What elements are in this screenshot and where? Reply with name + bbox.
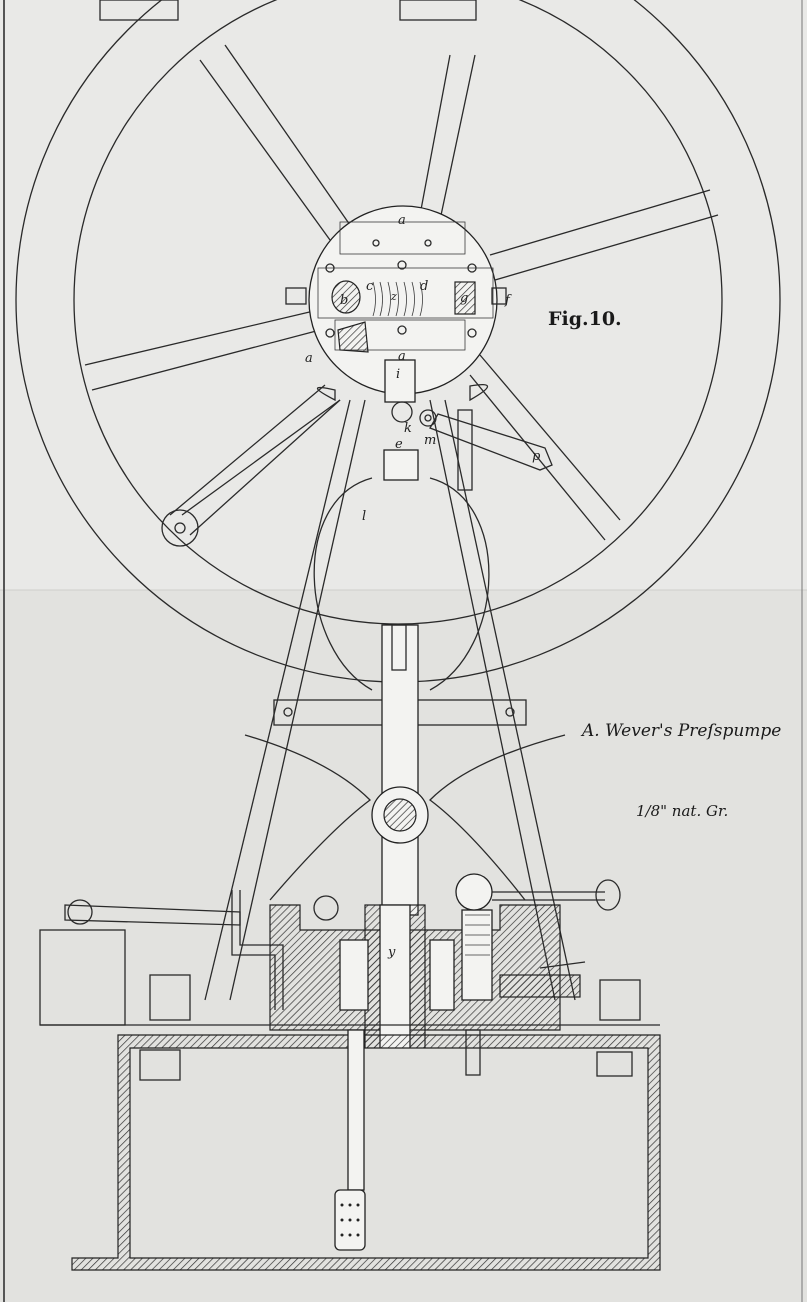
label-b: b <box>340 293 348 308</box>
crank-knob <box>161 509 199 547</box>
label-m: m <box>424 433 436 448</box>
valve-knob-right <box>455 873 493 911</box>
crosshead-e <box>383 449 419 481</box>
top-fragment-right <box>399 0 477 21</box>
label-k: k <box>404 421 412 436</box>
label-p: p <box>532 449 541 464</box>
label-l: l <box>362 509 366 524</box>
label-f: f <box>504 293 512 308</box>
top-fragment-left <box>99 0 179 21</box>
label-y: y <box>387 945 396 960</box>
flywheel-spokes <box>84 44 719 541</box>
plate-title: A. Wever's Preſspumpe <box>582 721 782 741</box>
pump-rod <box>371 624 429 916</box>
label-g: g <box>460 291 468 306</box>
label-d: d <box>420 279 428 294</box>
scale-note: 1/8" nat. Gr. <box>636 802 729 820</box>
figure-title: Fig.10. <box>548 308 622 330</box>
label-a-top: a <box>398 213 406 228</box>
base <box>39 929 661 1271</box>
part-labels: a a a b c d e f g i k l m p y z <box>305 213 541 960</box>
label-c: c <box>366 279 374 294</box>
crank-arm <box>181 399 341 516</box>
flywheel <box>15 0 781 683</box>
label-z: z <box>390 290 397 303</box>
valve-knob-left <box>313 895 339 921</box>
label-a-left: a <box>305 351 313 366</box>
connecting-linkage <box>316 359 553 491</box>
label-i: i <box>396 367 400 382</box>
label-e: e <box>395 437 403 452</box>
label-a-center: a <box>398 349 406 364</box>
